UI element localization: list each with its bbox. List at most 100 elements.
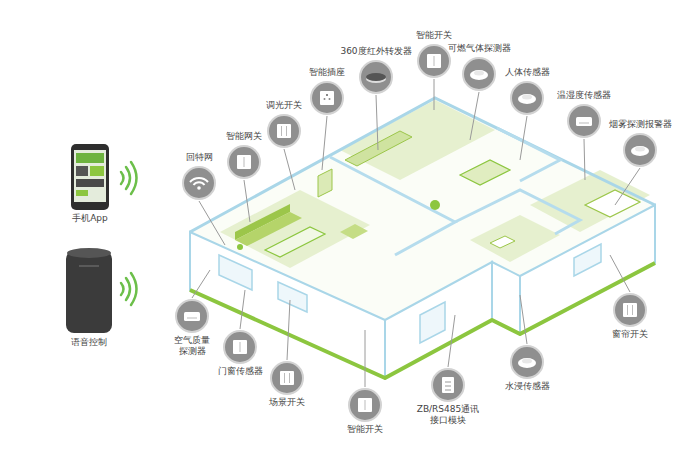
device-callout: 调光开关 bbox=[266, 100, 302, 148]
icon-part bbox=[470, 70, 488, 80]
icon-part bbox=[324, 98, 326, 100]
device-callout: 温湿度传感器 bbox=[557, 90, 611, 138]
coffee-table bbox=[265, 227, 325, 257]
device-label: 门窗传感器 bbox=[218, 366, 263, 377]
screen-tile bbox=[76, 190, 88, 196]
icon-circle bbox=[568, 105, 600, 137]
device-icon bbox=[348, 388, 382, 422]
device-callout: 智能网关 bbox=[226, 131, 262, 179]
icon-part bbox=[434, 56, 435, 66]
screen-tile bbox=[76, 179, 104, 187]
icon-part bbox=[289, 373, 290, 383]
leader-line bbox=[192, 270, 210, 298]
device-icon bbox=[227, 145, 261, 179]
device-label: 窗帘开关 bbox=[612, 329, 648, 340]
device-icon bbox=[270, 361, 304, 395]
wave bbox=[126, 167, 130, 189]
device-callout: 智能开关 bbox=[416, 30, 452, 78]
icon-circle bbox=[511, 82, 543, 114]
icon-circle bbox=[432, 369, 464, 401]
phone-screen bbox=[74, 150, 106, 202]
device-icon bbox=[359, 60, 393, 94]
device-label: 人体传感器 bbox=[505, 67, 550, 78]
plant bbox=[430, 200, 440, 210]
leader-line bbox=[244, 180, 250, 222]
device-icon bbox=[223, 330, 257, 364]
wave bbox=[131, 162, 137, 194]
icon-part bbox=[522, 359, 532, 364]
icon-part bbox=[518, 94, 536, 104]
icon-part bbox=[281, 126, 282, 136]
leader-lines bbox=[192, 79, 640, 387]
device-callout: 门窗传感器 bbox=[218, 330, 263, 377]
lamp bbox=[237, 244, 243, 250]
wifi-waves bbox=[121, 162, 137, 305]
device-callout: 360度红外转发器 bbox=[340, 46, 411, 94]
icon-part bbox=[576, 117, 592, 126]
phone-body bbox=[71, 144, 109, 210]
icon-part bbox=[445, 382, 451, 383]
interior-wall bbox=[455, 190, 580, 234]
device-label: 空气质量 探测器 bbox=[170, 335, 214, 357]
front-wall bbox=[385, 262, 492, 378]
speaker-slit bbox=[79, 265, 99, 267]
bed bbox=[585, 190, 640, 217]
speaker-body bbox=[66, 251, 112, 333]
screen-tile bbox=[76, 166, 88, 176]
base-line bbox=[190, 263, 655, 378]
interior-wall bbox=[330, 157, 455, 255]
window bbox=[219, 255, 252, 290]
device-label: 场景开关 bbox=[269, 397, 305, 408]
device-label: 可燃气体探测器 bbox=[448, 43, 511, 54]
icon-part bbox=[635, 147, 645, 152]
icon-part bbox=[237, 155, 251, 169]
device-label: 智能网关 bbox=[226, 131, 262, 142]
device-label: 语音控制 bbox=[71, 337, 107, 348]
device-callout: 水浸传感器 bbox=[505, 345, 550, 392]
device-label: 温湿度传感器 bbox=[557, 90, 611, 101]
icon-part bbox=[632, 305, 633, 315]
icon-part bbox=[623, 303, 637, 317]
leader-line bbox=[470, 92, 479, 140]
icon-part bbox=[631, 146, 649, 156]
device-callout: 人体传感器 bbox=[505, 67, 550, 115]
icon-part bbox=[320, 91, 334, 105]
device-icon bbox=[462, 57, 496, 91]
icon-part bbox=[445, 386, 451, 387]
icon-part bbox=[244, 157, 245, 167]
leader-line bbox=[240, 290, 245, 329]
speaker-top bbox=[67, 248, 111, 258]
leader-line bbox=[520, 116, 527, 160]
device-callout: 场景开关 bbox=[269, 361, 305, 408]
icon-part bbox=[522, 95, 532, 100]
fridge bbox=[318, 169, 332, 197]
icon-part bbox=[194, 182, 205, 185]
device-icon bbox=[623, 133, 657, 167]
leader-line bbox=[287, 300, 290, 360]
device-icon bbox=[417, 44, 451, 78]
leader-line bbox=[520, 295, 527, 344]
wave bbox=[121, 172, 124, 184]
device-label: 360度红外转发器 bbox=[340, 46, 411, 57]
icon-part bbox=[326, 94, 328, 96]
device-callout: 智能开关 bbox=[347, 388, 383, 435]
icon-part bbox=[184, 312, 200, 321]
leader-line bbox=[610, 255, 630, 292]
leader-line bbox=[199, 201, 225, 245]
device-icon bbox=[182, 166, 216, 200]
icon-circle bbox=[268, 115, 300, 147]
icon-part bbox=[445, 390, 451, 391]
device-icon bbox=[175, 299, 209, 333]
leader-line bbox=[615, 168, 640, 205]
icon-circle bbox=[224, 331, 256, 363]
kitchen-counter bbox=[345, 131, 412, 166]
icon-circle bbox=[511, 346, 543, 378]
window bbox=[574, 244, 601, 276]
device-callout: 语音控制 bbox=[64, 245, 114, 348]
leader-line bbox=[584, 139, 585, 180]
device-label: 智能开关 bbox=[347, 424, 383, 435]
icon-part bbox=[286, 126, 287, 136]
icon-circle bbox=[418, 45, 450, 77]
kitchen-floor bbox=[340, 100, 495, 180]
icon-circle bbox=[311, 82, 343, 114]
